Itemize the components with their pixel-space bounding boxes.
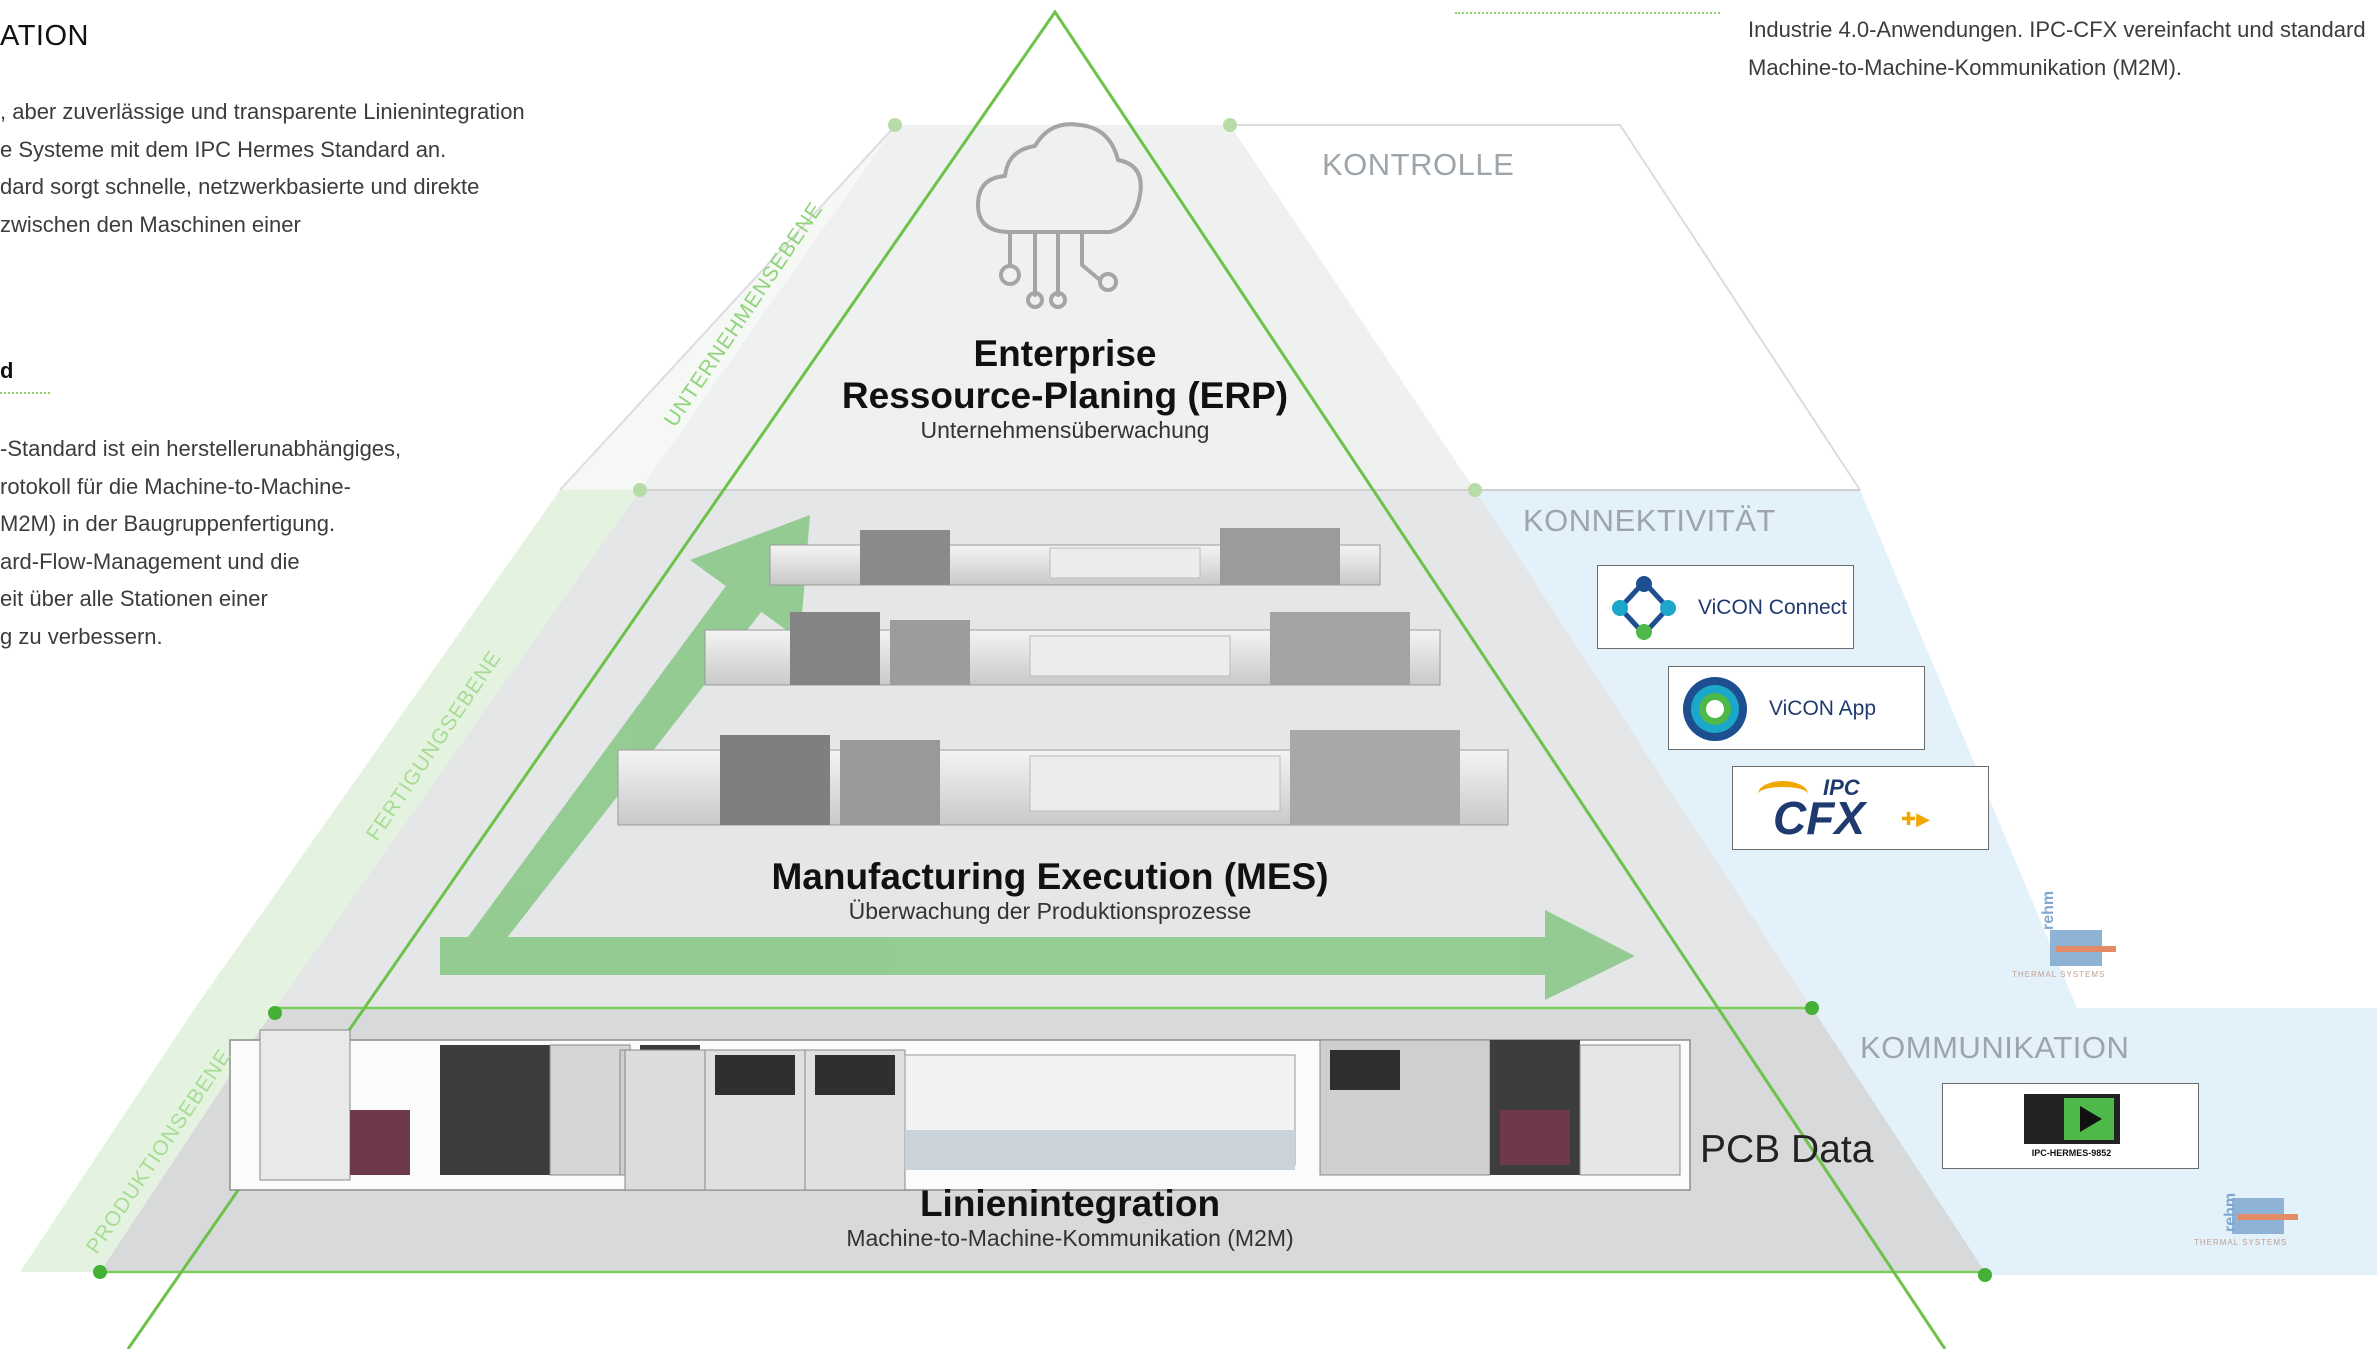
intro-line: zwischen den Maschinen einer [0,211,301,237]
mes-machine-lines [617,528,1509,826]
production-level-band [20,1008,275,1272]
standard-line: eit über alle Stationen einer [0,586,268,611]
pcb-data-label: PCB Data [1700,1128,1874,1171]
vicon-app-label: ViCON App [1769,697,1876,720]
hermes-label: IPC-HERMES-9852 [2031,1148,2112,1158]
section-heading: ATION [0,20,89,52]
cfx-line: Industrie 4.0-Anwendungen. IPC-CFX verei… [1748,17,2366,42]
pyramid-outline [126,9,1947,1349]
manufacturing-level-band [195,490,640,1008]
standard-line: M2M) in der Baugruppenfertigung. [0,511,336,536]
subheading-underline [0,392,50,394]
vicon-connect-logo: ViCON Connect [1597,565,1854,649]
machine-line-3 [617,730,1509,826]
rehm-text-1: rehm [2040,890,2057,930]
ipc-hermes-logo: IPC-HERMES-9852 [1942,1083,2199,1169]
standard-paragraph: -Standard ist ein herstellerunabhängiges… [0,430,401,655]
mes-subtitle: Überwachung der Produktionsprozesse [848,898,1252,924]
process-arrow [440,515,1635,1000]
communication-label: KOMMUNIKATION [1860,1030,2130,1065]
thermal-systems-label-2: THERMAL SYSTEMS [2194,1238,2288,1247]
thermal-systems-label-1: THERMAL SYSTEMS [2012,970,2106,979]
erp-title-line2: Ressource-Planing (ERP) [841,375,1289,416]
connectivity-label: KONNEKTIVITÄT [1523,503,1776,538]
machine-line-1 [769,528,1381,586]
mes-tier [275,490,1812,1008]
rehm-logo-2 [2232,1198,2298,1234]
rehm-text-2: rehm [2222,1192,2239,1232]
erp-title-block: Enterprise Ressource-Planing (ERP) Unter… [820,333,1310,443]
hermes-icon [2024,1094,2120,1144]
cfx-line: Machine-to-Machine-Kommunikation (M2M). [1748,54,2183,80]
rehm-logo-1 [2050,930,2116,966]
machine-line-2 [704,612,1441,686]
vicon-connect-label: ViCON Connect [1698,596,1848,619]
right-underline [1455,12,1720,14]
mes-title-block: Manufacturing Execution (MES) Überwachun… [710,856,1390,924]
control-label: KONTROLLE [1322,147,1515,182]
cfx-swoosh-icon [1758,781,1808,807]
intro-line: e Systeme mit dem IPC Hermes Standard an… [0,136,447,162]
erp-title-line1: Enterprise [973,333,1157,374]
cfx-paragraph: Industrie 4.0-Anwendungen. IPC-CFX verei… [1748,11,2366,86]
standard-line: -Standard ist ein herstellerunabhängiges… [0,436,402,461]
vicon-connect-icon [1612,576,1676,640]
cloud-icon [976,122,1143,309]
mes-title: Manufacturing Execution (MES) [771,856,1329,897]
line-title: Linienintegration [919,1183,1221,1224]
standard-line: ard-Flow-Management und die [0,548,300,574]
standard-line: rotokoll für die Machine-to-Machine- [0,473,351,499]
intro-line: , aber zuverlässige und transparente Lin… [0,99,525,124]
standard-line: g zu verbessern. [0,623,163,649]
line-subtitle: Machine-to-Machine-Kommunikation (M2M) [846,1225,1294,1251]
cfx-arrow-icon: ✚▶ [1901,809,1930,829]
ipc-cfx-logo: IPC CFX ✚▶ [1732,766,1989,850]
intro-paragraph: , aber zuverlässige und transparente Lin… [0,93,525,243]
intro-line: dard sorgt schnelle, netzwerkbasierte un… [0,174,480,199]
line-title-block: Linienintegration Machine-to-Machine-Kom… [770,1183,1370,1251]
ipc-cfx-top: IPC [1823,775,1860,800]
subheading: d [0,358,14,383]
vicon-app-icon [1683,677,1747,741]
erp-subtitle: Unternehmensüberwachung [920,417,1210,443]
production-line-machines [229,1029,1691,1191]
vicon-app-logo: ViCON App [1668,666,1925,750]
